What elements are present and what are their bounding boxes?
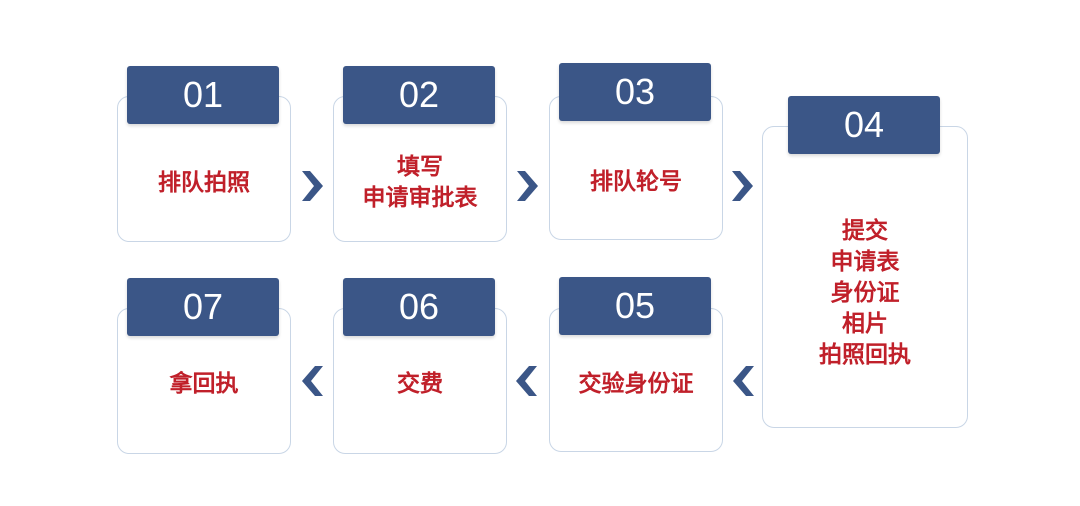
chevron-right-icon (302, 171, 323, 201)
chevron-right-icon (517, 171, 538, 201)
step-label-03: 排队轮号 (549, 124, 723, 240)
step-label-line: 拿回执 (169, 370, 239, 397)
step-label-07: 拿回执 (117, 334, 291, 434)
step-label-line: 交费 (397, 370, 443, 397)
step-number-06: 06 (343, 278, 495, 336)
step-number-03: 03 (559, 63, 711, 121)
step-card-04 (762, 126, 968, 428)
chevron-left-icon (733, 366, 754, 396)
step-label-01: 排队拍照 (117, 124, 291, 242)
step-number-05: 05 (559, 277, 711, 335)
step-label-line: 身份证 (830, 279, 900, 306)
chevron-right-icon (732, 171, 753, 201)
step-label-line: 提交 (842, 217, 888, 244)
step-label-line: 申请表 (830, 248, 900, 275)
step-label-04: 提交 申请表 身份证 相片 拍照回执 (762, 210, 968, 376)
step-label-line: 填写 (397, 154, 443, 180)
step-label-line: 申请审批表 (362, 185, 478, 211)
step-label-line: 交验身份证 (578, 370, 694, 397)
step-number-01: 01 (127, 66, 279, 124)
step-number-02: 02 (343, 66, 495, 124)
step-label-05: 交验身份证 (549, 334, 723, 434)
step-label-line: 排队拍照 (158, 169, 250, 196)
step-number-07: 07 (127, 278, 279, 336)
chevron-left-icon (302, 366, 323, 396)
step-label-02: 填写 申请审批表 (333, 124, 507, 242)
step-label-line: 相片 (842, 310, 888, 337)
step-label-line: 拍照回执 (819, 341, 911, 368)
chevron-left-icon (516, 366, 537, 396)
step-number-04: 04 (788, 96, 940, 154)
step-label-line: 排队轮号 (590, 168, 682, 195)
step-label-06: 交费 (333, 334, 507, 434)
